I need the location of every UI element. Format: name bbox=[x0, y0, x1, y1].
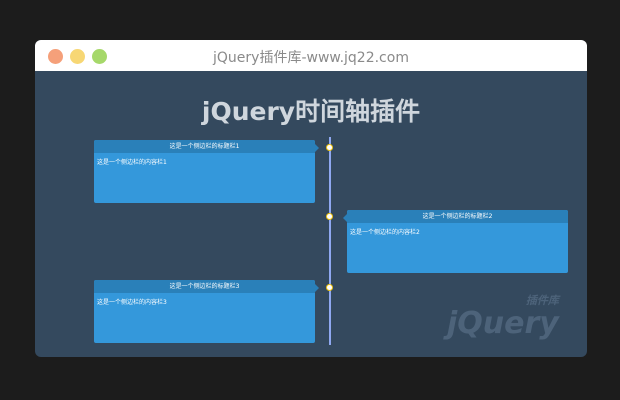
card-title: 这是一个侧边栏的标题栏3 bbox=[94, 280, 315, 293]
timeline-point bbox=[326, 144, 333, 151]
page-title: jQuery时间轴插件 bbox=[201, 97, 421, 126]
card-title: 这是一个侧边栏的标题栏2 bbox=[347, 210, 568, 223]
timeline-card: 这是一个侧边栏的标题栏1 这是一个侧边栏的内容栏1 bbox=[94, 140, 315, 203]
maximize-button[interactable] bbox=[92, 49, 107, 64]
watermark-text: jQuery bbox=[447, 306, 559, 341]
close-button[interactable] bbox=[48, 49, 63, 64]
window-title: jQuery插件库-www.jq22.com bbox=[213, 50, 409, 66]
card-content: 这是一个侧边栏的内容栏3 bbox=[97, 299, 167, 306]
title-bar: jQuery插件库-www.jq22.com bbox=[35, 40, 587, 71]
watermark-subtitle: 插件库 bbox=[525, 294, 559, 307]
minimize-button[interactable] bbox=[70, 49, 85, 64]
timeline-card: 这是一个侧边栏的标题栏2 这是一个侧边栏的内容栏2 bbox=[347, 210, 568, 273]
card-content: 这是一个侧边栏的内容栏1 bbox=[97, 159, 167, 166]
timeline-point bbox=[326, 284, 333, 291]
timeline-point bbox=[326, 213, 333, 220]
timeline-axis bbox=[329, 137, 331, 345]
browser-window: jQuery插件库-www.jq22.com jQuery时间轴插件 这是一个侧… bbox=[35, 40, 587, 357]
card-content: 这是一个侧边栏的内容栏2 bbox=[350, 229, 420, 236]
jquery-watermark-logo: 插件库 jQuery bbox=[447, 294, 559, 341]
card-title: 这是一个侧边栏的标题栏1 bbox=[94, 140, 315, 153]
timeline-card: 这是一个侧边栏的标题栏3 这是一个侧边栏的内容栏3 bbox=[94, 280, 315, 343]
